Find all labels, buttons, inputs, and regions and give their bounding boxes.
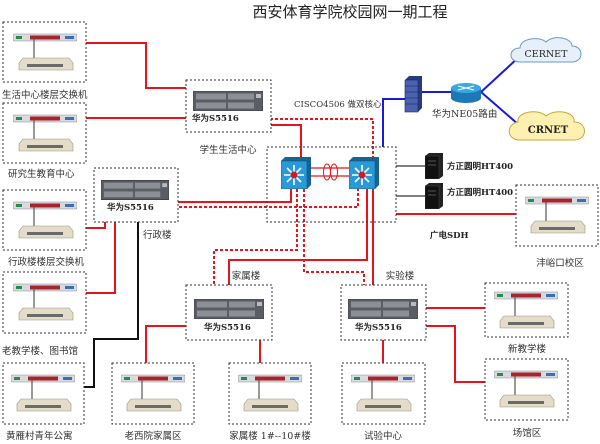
sdh-label: 广电SDH — [430, 230, 469, 241]
switch-model: 华为S5516 — [355, 322, 402, 333]
access-life-center[interactable] — [2, 21, 87, 83]
core-group-box — [266, 146, 397, 223]
access-label: 生活中心楼层交换机 — [2, 89, 88, 101]
switch-icon — [348, 299, 418, 319]
switch-model: 华为S5516 — [192, 113, 239, 124]
family-label: 家属楼 — [232, 270, 261, 282]
access-label: 黄雁村青年公寓 — [6, 430, 73, 442]
access-label: 试验中心 — [364, 430, 403, 442]
access-test-center[interactable] — [341, 362, 426, 425]
link-core-family — [228, 189, 368, 300]
switch-model: 华为S5516 — [204, 322, 251, 333]
router-icon[interactable] — [451, 83, 481, 103]
lab-switch[interactable]: 华为S5516 — [340, 284, 427, 341]
switch-icon — [193, 91, 263, 111]
link-student-core-backup — [238, 110, 374, 157]
access-venue[interactable] — [484, 358, 569, 421]
access-label: 行政楼楼层交换机 — [8, 256, 85, 268]
student-center-label: 学生生活中心 — [199, 144, 257, 156]
access-new-teaching[interactable] — [484, 282, 569, 338]
server-icon[interactable] — [425, 183, 443, 209]
access-admin-floor[interactable] — [2, 189, 87, 251]
link-huangyan — [84, 222, 139, 388]
access-label: 新教学楼 — [508, 343, 547, 355]
access-grad[interactable] — [2, 102, 87, 164]
cernet-cloud[interactable]: CERNET — [510, 37, 582, 63]
server-label: 方正圆明HT400 — [447, 187, 513, 198]
link-core-family-backup — [213, 189, 298, 300]
admin-switch[interactable]: 华为S5516 — [93, 167, 179, 223]
access-label: 研究生教育中心 — [8, 168, 75, 180]
access-huangyan[interactable] — [2, 362, 85, 425]
crnet-label: CRNET — [528, 125, 569, 136]
switch-model: 华为S5516 — [107, 202, 154, 213]
link-router-cernet — [480, 56, 520, 93]
firewall-icon[interactable] — [404, 76, 422, 113]
link-admin-floor — [86, 222, 106, 229]
access-label: 家属楼 1#--10#楼 — [229, 430, 311, 442]
links — [74, 42, 520, 388]
family-switch[interactable]: 华为S5516 — [185, 284, 273, 341]
access-family-1-10[interactable] — [228, 362, 312, 425]
access-label: 老西院家属区 — [124, 430, 182, 442]
cernet-label: CERNET — [525, 49, 569, 60]
lab-label: 实验楼 — [386, 270, 415, 282]
crnet-cloud[interactable]: CRNET — [508, 111, 585, 141]
switch-icon — [101, 180, 169, 200]
access-label: 沣峪口校区 — [536, 257, 584, 269]
server-label: 方正圆明HT400 — [447, 161, 513, 172]
access-old-teaching[interactable] — [2, 271, 87, 334]
link-router-crnet — [480, 91, 520, 126]
core-switch-1-icon[interactable] — [281, 157, 311, 189]
link-old-teaching — [74, 222, 116, 294]
access-label: 场馆区 — [513, 427, 542, 439]
link-core-firewall — [382, 98, 405, 147]
link-core-lab-backup — [303, 189, 365, 300]
admin-label: 行政楼 — [143, 229, 172, 241]
link-admin-core-backup — [145, 189, 359, 208]
access-label: 老教学楼、图书馆 — [2, 345, 78, 357]
core-label: CISCO4506 做双核心 — [294, 99, 382, 110]
link-life-center — [86, 42, 186, 89]
server-icon[interactable] — [425, 153, 443, 179]
router-label: 华为NE05路由 — [432, 108, 497, 120]
link-venue — [426, 325, 485, 383]
trunk-ring-icon — [330, 163, 338, 181]
access-old-west[interactable] — [111, 362, 195, 425]
student-center-switch[interactable]: 华为S5516 — [185, 79, 272, 133]
core-switch-2-icon[interactable] — [349, 157, 379, 189]
switch-icon — [194, 299, 264, 319]
diagram-title: 西安体育学院校园网一期工程 — [252, 3, 447, 21]
link-old-west — [145, 325, 186, 363]
access-fengyu[interactable] — [515, 184, 599, 247]
trunk-ring-icon — [323, 163, 331, 181]
